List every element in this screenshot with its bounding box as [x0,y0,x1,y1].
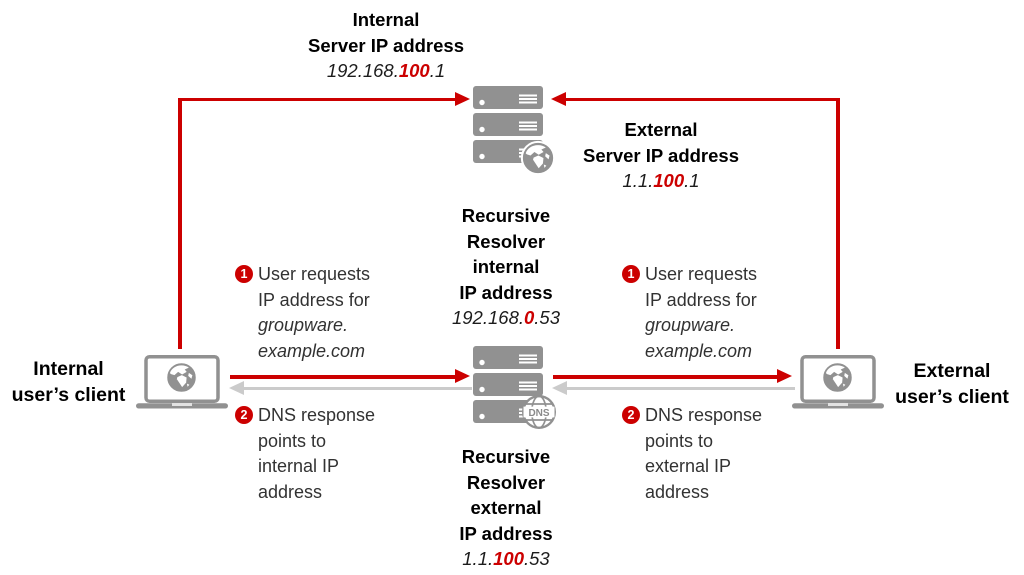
step-line: DNS response [258,405,376,425]
dns-globe-icon: DNS [521,394,557,430]
step-line-domain: example.com [258,340,366,361]
internal-client-label: Internal user’s client [0,357,137,408]
external-client-laptop-icon [792,355,884,409]
step-request-external-text: User requests IP address for groupware. … [645,262,757,364]
step-1-badge: 1 [622,265,640,283]
step-line-domain: groupware. [258,315,349,335]
step-line-domain: example.com [645,340,753,361]
internal-client-label-line2: user’s client [11,383,126,406]
ip-suffix: .53 [524,548,550,569]
internal-server-ip: 192.168.100.1 [262,58,510,84]
resolver-internal-ip: 192.168.0.53 [382,305,630,331]
recursive-resolver-icon: DNS [473,346,557,430]
external-server-label: External Server IP address 1.1.100.1 [537,117,785,194]
arrowhead-into-server-left [455,91,470,106]
step-line: IP address for [645,289,757,310]
ip-suffix: .53 [534,307,561,328]
internal-client-laptop-icon [136,355,228,409]
step-2-badge: 2 [235,406,253,424]
step-line: User requests [645,264,758,284]
internal-server-label-line2: Server IP address [308,34,464,56]
resolver-internal-line1: Recursive [461,205,551,226]
dns-icon-label: DNS [528,408,549,419]
ip-highlight: 100 [398,60,430,81]
resolver-external-line3: external [470,497,542,518]
external-server-ip: 1.1.100.1 [537,168,785,194]
arrow-internal-client-to-server-horizontal [178,97,456,101]
arrowhead-into-server-right [551,91,566,106]
external-server-label-line2: Server IP address [583,144,739,166]
internal-server-label: Internal Server IP address 192.168.100.1 [262,7,510,84]
step-line: points to [258,430,327,451]
arrowhead-request-right [777,369,792,384]
step-line: User requests [258,264,371,284]
step-line-domain: groupware. [645,315,736,335]
resolver-external-line2: Resolver [466,471,546,493]
step-line: points to [645,430,714,451]
arrow-request-right-line [553,375,777,379]
resolver-external-line4: IP address [459,522,553,544]
resolver-external-label: Recursive Resolver external IP address 1… [382,444,630,572]
ip-highlight: 0 [524,307,535,328]
ip-highlight: 100 [493,548,524,569]
globe-icon [165,361,198,394]
ip-highlight: 100 [653,170,685,191]
resolver-external-ip: 1.1.100.53 [382,546,630,572]
arrow-external-client-to-server-horizontal [566,97,840,101]
step-line: address [258,481,323,502]
step-line: IP address for [258,289,370,310]
ip-prefix: 1.1. [622,170,654,191]
resolver-internal-line2: Resolver [466,230,546,252]
external-client-label-line2: user’s client [895,385,1009,408]
step-1-badge: 1 [235,265,253,283]
step-line: external IP [645,456,732,476]
step-line: address [645,481,710,502]
internal-server-label-line1: Internal [352,9,420,30]
external-server-label-line1: External [624,119,698,140]
step-response-internal: 2 DNS response points to internal IP add… [235,403,375,505]
step-line: internal IP [258,456,340,476]
arrow-request-left-line [230,375,455,379]
resolver-internal-line3: internal [472,256,540,277]
arrow-response-left-line [244,386,472,390]
ip-suffix: .1 [684,170,700,191]
ip-prefix: 1.1. [462,548,494,569]
arrow-response-right-line [567,386,795,390]
external-client-label-line1: External [913,360,991,382]
step-line: DNS response [645,405,763,425]
step-response-external: 2 DNS response points to external IP add… [622,403,762,505]
ip-suffix: .1 [429,60,446,81]
resolver-internal-line4: IP address [459,281,553,303]
arrowhead-response-right [552,380,567,395]
ip-prefix: 192.168. [451,307,524,328]
resolver-internal-label: Recursive Resolver internal IP address 1… [382,203,630,331]
groupware-server-icon [473,86,556,176]
step-request-external: 1 User requests IP address for groupware… [622,262,757,364]
arrowhead-response-left [229,380,244,395]
step-2-badge: 2 [622,406,640,424]
arrow-external-client-to-server-vertical [836,97,840,349]
arrow-internal-client-to-server-vertical [178,97,182,349]
step-response-external-text: DNS response points to external IP addre… [645,403,762,505]
external-client-label: External user’s client [842,359,1024,410]
internal-client-label-line1: Internal [33,358,104,380]
arrowhead-request-left [455,369,470,384]
step-request-internal-text: User requests IP address for groupware. … [258,262,370,364]
ip-prefix: 192.168. [326,60,399,81]
resolver-external-line1: Recursive [461,446,551,467]
step-request-internal: 1 User requests IP address for groupware… [235,262,370,364]
step-response-internal-text: DNS response points to internal IP addre… [258,403,375,505]
